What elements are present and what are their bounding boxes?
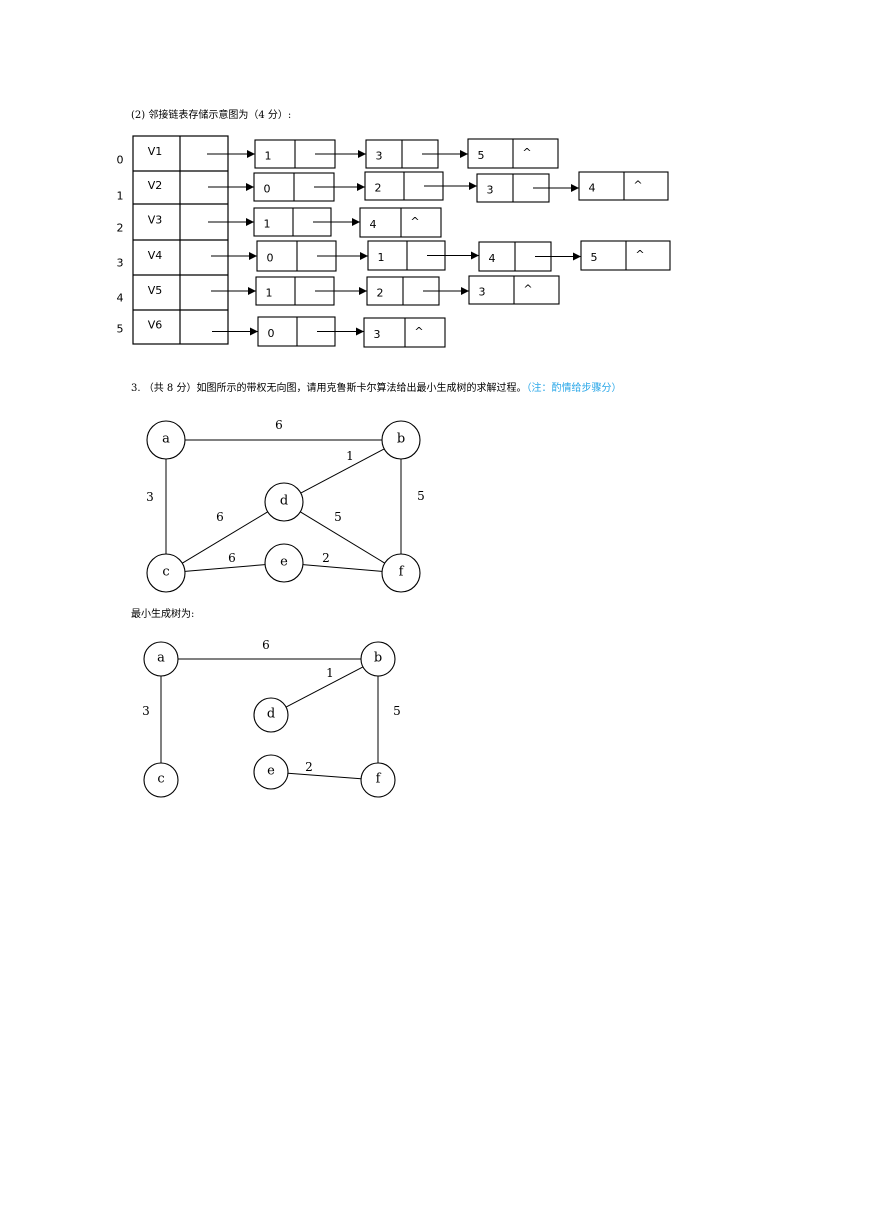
question-text: （共 8 分）如图所示的带权无向图，请用克鲁斯卡尔算法给出最小生成树的求解过程。	[143, 383, 527, 394]
list-node-value: 0	[264, 183, 271, 196]
vertex-name: V2	[148, 179, 163, 192]
mst-edge-weight: 5	[393, 704, 401, 718]
null-pointer: ^	[522, 146, 531, 159]
list-node-value: 4	[589, 182, 596, 195]
mst-node-label: e	[267, 764, 275, 779]
vertex-name: V3	[148, 214, 163, 227]
vertex-index: 4	[117, 292, 124, 305]
graph-node-label: b	[397, 432, 405, 447]
null-pointer: ^	[410, 215, 419, 228]
mst-node-label: f	[376, 772, 382, 787]
list-node-value: 0	[267, 252, 274, 265]
graph-edge-ce	[184, 564, 266, 572]
graph-node-a	[146, 420, 186, 460]
graph-node-label: a	[162, 432, 170, 447]
list-node-value: 2	[375, 182, 382, 195]
question-3: 3. （共 8 分）如图所示的带权无向图，请用克鲁斯卡尔算法给出最小生成树的求解…	[131, 384, 621, 394]
vertex-name: V6	[148, 319, 163, 332]
mst-node-e	[253, 754, 289, 790]
list-node-value: 3	[376, 150, 383, 163]
graph-edge-weight: 5	[417, 489, 425, 503]
mst-diagram: 6 1 3 5 2 a b c d e f	[142, 638, 401, 798]
mst-caption: 最小生成树为:	[131, 609, 195, 620]
vertex-index: 5	[117, 323, 124, 336]
graph-edge-db	[300, 448, 385, 494]
list-node-value: 2	[377, 287, 384, 300]
vertex-name: V4	[148, 249, 163, 262]
graph-edge-weight: 6	[228, 551, 236, 565]
list-node-value: 4	[370, 218, 377, 231]
vertex-index: 0	[117, 154, 124, 167]
vertex-index: 1	[117, 190, 124, 203]
graph-node-d	[264, 482, 304, 522]
graph-edge-weight: 6	[275, 418, 283, 432]
list-node-value: 5	[591, 251, 598, 264]
list-node-value: 3	[374, 328, 381, 341]
graph-edge-cd	[182, 511, 268, 564]
graph-edge-weight: 6	[216, 510, 224, 524]
vertex-name: V5	[148, 284, 163, 297]
weighted-graph-diagram: 6 1 3 5 6 5 6 2 a b c d e f	[146, 418, 425, 593]
mst-node-c	[143, 762, 179, 798]
graph-edge-df	[299, 511, 386, 564]
mst-edge-weight: 3	[142, 704, 150, 718]
question-number: 3.	[131, 383, 141, 394]
graph-edge-weight: 1	[346, 449, 354, 463]
mst-node-label: a	[157, 651, 165, 666]
mst-edge-weight: 1	[326, 666, 334, 680]
mst-node-label: c	[157, 772, 164, 787]
mst-node-b	[360, 641, 396, 677]
list-node-value: 1	[378, 251, 385, 264]
null-pointer: ^	[523, 283, 532, 296]
mst-node-f	[360, 762, 396, 798]
graph-edge-weight: 2	[322, 551, 330, 565]
list-node-value: 3	[479, 286, 486, 299]
graph-node-b	[381, 420, 421, 460]
null-pointer: ^	[635, 248, 644, 261]
graph-node-e	[264, 543, 304, 583]
graph-node-label: d	[280, 494, 288, 509]
mst-edge-weight: 6	[262, 638, 270, 652]
list-node-value: 1	[265, 150, 272, 163]
mst-edge-ef	[287, 772, 362, 780]
graph-node-f	[381, 553, 421, 593]
adjacency-heading: (2) 邻接链表存储示意图为（4 分）:	[131, 110, 292, 121]
list-node-value: 1	[266, 287, 273, 300]
mst-edge-db	[285, 666, 364, 708]
mst-node-label: b	[374, 651, 382, 666]
graph-edge-weight: 3	[146, 490, 154, 504]
mst-node-label: d	[267, 707, 275, 722]
graph-node-label: e	[280, 555, 288, 570]
graph-node-c	[146, 553, 186, 593]
mst-node-d	[253, 697, 289, 733]
null-pointer: ^	[633, 179, 642, 192]
null-pointer: ^	[414, 325, 423, 338]
vertex-index: 2	[117, 222, 124, 235]
mst-edge-weight: 2	[305, 760, 313, 774]
question-note: （注：酌情给步骤分）	[526, 383, 622, 394]
list-node-value: 5	[478, 149, 485, 162]
graph-node-label: c	[162, 565, 169, 580]
graph-edge-ef	[302, 564, 383, 572]
list-node-value: 4	[489, 252, 496, 265]
list-node-value: 0	[268, 327, 275, 340]
graph-node-label: f	[399, 565, 405, 580]
graph-edge-weight: 5	[334, 510, 342, 524]
mst-node-a	[143, 641, 179, 677]
list-node-value: 3	[487, 184, 494, 197]
vertex-name: V1	[148, 145, 163, 158]
vertex-index: 3	[117, 257, 124, 270]
list-node-value: 1	[264, 218, 271, 231]
